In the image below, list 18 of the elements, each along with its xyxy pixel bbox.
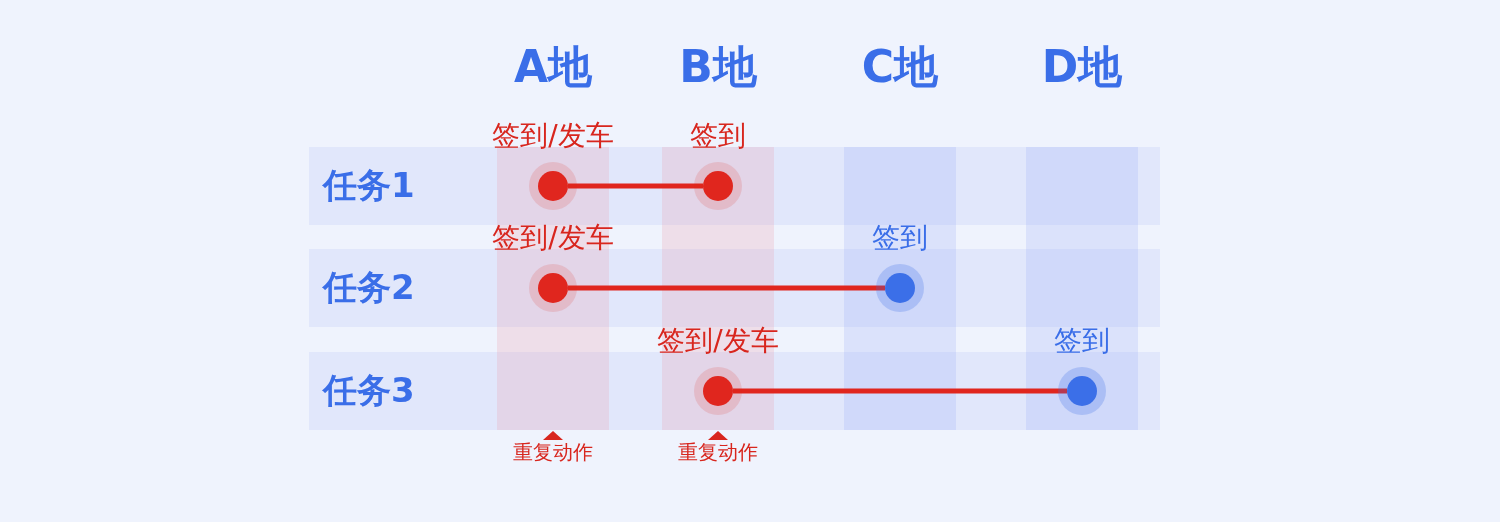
checkpoint-label: 签到: [689, 120, 747, 152]
row-label: 任务3: [323, 369, 415, 412]
checkpoint-label: 签到: [871, 222, 929, 254]
row-label: 任务1: [323, 164, 415, 207]
column-header: A地: [512, 40, 594, 94]
checkpoint-label: 签到/发车: [491, 120, 615, 152]
column-header: D地: [1040, 40, 1124, 94]
connector-line: [733, 388, 1067, 394]
note-label: 重复动作: [677, 439, 759, 466]
column-header: B地: [678, 40, 758, 94]
checkpoint-label: 签到/发车: [491, 222, 615, 254]
note-label: 重复动作: [512, 439, 594, 466]
row-label: 任务2: [323, 266, 415, 309]
checkpoint-label: 签到: [1053, 325, 1111, 357]
column-header: C地: [860, 40, 940, 94]
checkpoint-label: 签到/发车: [656, 325, 780, 357]
connector-line: [568, 285, 885, 291]
connector-line: [568, 183, 703, 189]
